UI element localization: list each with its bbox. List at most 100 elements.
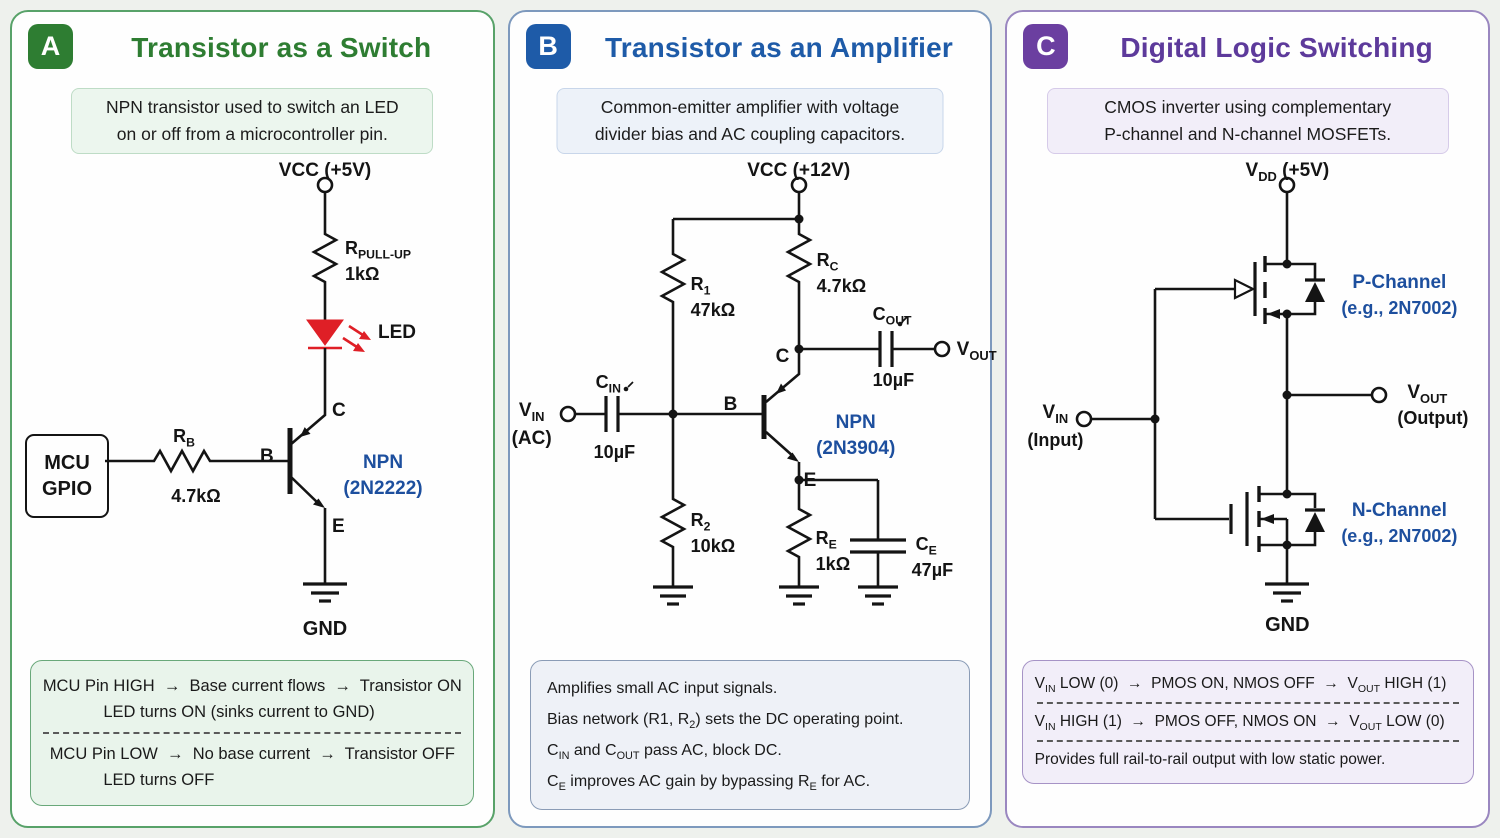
device-part-label: (2N3904) bbox=[816, 438, 896, 459]
r1-label: R1 bbox=[690, 274, 711, 298]
note-divider bbox=[43, 732, 462, 734]
vin-label: VIN bbox=[518, 400, 545, 424]
panel-b-title: Transistor as an Amplifier bbox=[604, 32, 954, 63]
note-line: Provides full rail-to-rail output with l… bbox=[1034, 751, 1386, 768]
pmos-transistor-symbol bbox=[1155, 256, 1326, 324]
mcu-gpio-box: MCU GPIO bbox=[25, 434, 109, 518]
panel-c-title: Digital Logic Switching bbox=[1120, 32, 1433, 63]
panel-b-circuit-svg bbox=[559, 176, 950, 606]
device-type-label: NPN bbox=[835, 412, 876, 433]
emitter-label: E bbox=[803, 470, 817, 491]
note-line: VIN LOW (0) → PMOS ON, NMOS OFF → VOUT H… bbox=[1034, 675, 1447, 696]
body-diode-wire bbox=[1287, 262, 1317, 280]
cout-value: 10µF bbox=[872, 370, 915, 390]
vout-terminal bbox=[933, 340, 950, 358]
r1-value: 47kΩ bbox=[690, 300, 736, 320]
panel-a-description-line2: on or off from a microcontroller pin. bbox=[116, 124, 388, 144]
re-value: 1kΩ bbox=[815, 554, 851, 574]
note-line: LED turns ON (sinks current to GND) bbox=[103, 703, 375, 721]
capacitor-ce bbox=[849, 538, 906, 554]
led-label: LED bbox=[378, 322, 416, 343]
led-symbol bbox=[306, 319, 371, 352]
cin-label: CIN bbox=[595, 372, 621, 396]
resistor-r2 bbox=[658, 492, 687, 555]
panel-c-description-line2: P-channel and N-channel MOSFETs. bbox=[1104, 124, 1392, 144]
vin-note-label: (Input) bbox=[1027, 430, 1084, 450]
r2-value: 10kΩ bbox=[690, 536, 736, 556]
resistor-rc bbox=[784, 227, 813, 290]
npn-transistor-symbol bbox=[761, 349, 800, 462]
panel-c-description-line1: CMOS inverter using complementary bbox=[1104, 97, 1392, 117]
vin-label: VIN bbox=[1042, 402, 1069, 426]
note-line: CIN and COUT pass AC, block DC. bbox=[547, 742, 782, 763]
ground-symbol bbox=[303, 582, 347, 603]
nmos-transistor-symbol bbox=[1155, 486, 1326, 552]
body-diode-wire bbox=[1287, 302, 1317, 316]
re-label: RE bbox=[815, 528, 837, 552]
vout-label: VOUT bbox=[956, 339, 997, 363]
pmos-part-label: (e.g., 2N7002) bbox=[1341, 298, 1458, 318]
nmos-part-label: (e.g., 2N7002) bbox=[1341, 526, 1458, 546]
body-diode-wire bbox=[1287, 532, 1317, 547]
vcc-label: VCC (+12V) bbox=[747, 160, 851, 181]
panel-a-circuit-svg bbox=[105, 176, 371, 603]
ground-symbol bbox=[652, 585, 693, 606]
panel-c-note: VIN LOW (0) → PMOS ON, NMOS OFF → VOUT H… bbox=[1021, 660, 1474, 784]
panel-a-title: Transistor as a Switch bbox=[131, 32, 432, 63]
note-divider bbox=[1036, 740, 1459, 742]
pmos-gate-arrow bbox=[1234, 278, 1256, 300]
device-type-label: NPN bbox=[362, 452, 404, 473]
panel-a-note: MCU Pin HIGH → Base current flows → Tran… bbox=[30, 660, 475, 806]
panel-transistor-amplifier: B Transistor as an Amplifier Common-emit… bbox=[507, 10, 997, 828]
junction-dot bbox=[1282, 259, 1292, 269]
ce-value: 47µF bbox=[911, 560, 954, 580]
body-diode bbox=[1305, 512, 1326, 532]
panel-c-description: CMOS inverter using complementary P-chan… bbox=[1046, 88, 1449, 154]
vout-note-label: (Output) bbox=[1397, 408, 1469, 428]
resistor-rb bbox=[105, 448, 288, 474]
r2-label: R2 bbox=[690, 510, 711, 534]
vin-terminal bbox=[559, 405, 576, 423]
panel-b-note: Amplifies small AC input signals. Bias n… bbox=[530, 660, 970, 810]
note-line: MCU Pin HIGH → Base current flows → Tran… bbox=[42, 677, 462, 695]
vdd-label: VDD (+5V) bbox=[1245, 160, 1330, 184]
panel-b-description-line1: Common-emitter amplifier with voltage bbox=[600, 97, 900, 117]
collector-label: C bbox=[775, 346, 790, 367]
vin-note-label: (AC) bbox=[511, 428, 552, 449]
base-label: B bbox=[260, 446, 274, 467]
rb-value: 4.7kΩ bbox=[171, 486, 221, 506]
r-pullup-value: 1kΩ bbox=[345, 264, 380, 284]
cout-label: COUT bbox=[872, 304, 912, 328]
panel-digital-logic-switching: C Digital Logic Switching CMOS inverter … bbox=[1005, 10, 1491, 828]
note-line: MCU Pin LOW → No base current → Transist… bbox=[49, 745, 455, 763]
rc-value: 4.7kΩ bbox=[816, 276, 867, 296]
resistor-re bbox=[784, 502, 813, 565]
mcu-box-line2: GPIO bbox=[41, 478, 92, 500]
ground-symbol bbox=[857, 585, 898, 606]
base-label: B bbox=[723, 394, 738, 415]
r-pullup-label: RPULL-UP bbox=[345, 238, 412, 262]
body-diode bbox=[1305, 282, 1326, 302]
note-line: LED turns OFF bbox=[103, 771, 215, 789]
gnd-label: GND bbox=[302, 618, 348, 640]
rc-label: RC bbox=[816, 250, 839, 274]
emitter-wire bbox=[289, 475, 321, 506]
note-line: VIN HIGH (1) → PMOS OFF, NMOS ON → VOUT … bbox=[1034, 713, 1445, 734]
panel-b-circuit: VCC (+12V) R1 47kΩ RC 4.7kΩ COUT 10µF VO… bbox=[510, 152, 997, 652]
panel-a-badge: A bbox=[28, 24, 73, 69]
note-line: Bias network (R1, R2) sets the DC operat… bbox=[547, 711, 904, 732]
collector-wire bbox=[289, 397, 327, 446]
note-divider bbox=[1036, 702, 1459, 704]
pmos-label: P-Channel bbox=[1352, 272, 1447, 293]
capacitor-polarity-mark bbox=[897, 321, 902, 327]
vcc-label: VCC (+5V) bbox=[278, 160, 372, 181]
emitter-label: E bbox=[332, 516, 345, 537]
panel-a-description: NPN transistor used to switch an LED on … bbox=[71, 88, 434, 154]
ce-label: CE bbox=[915, 534, 937, 558]
gnd-label: GND bbox=[1265, 614, 1310, 636]
ground-symbol bbox=[1265, 582, 1310, 603]
ground-symbol bbox=[778, 585, 819, 606]
rb-label: RB bbox=[173, 426, 195, 450]
body-diode-wire bbox=[1287, 492, 1317, 508]
